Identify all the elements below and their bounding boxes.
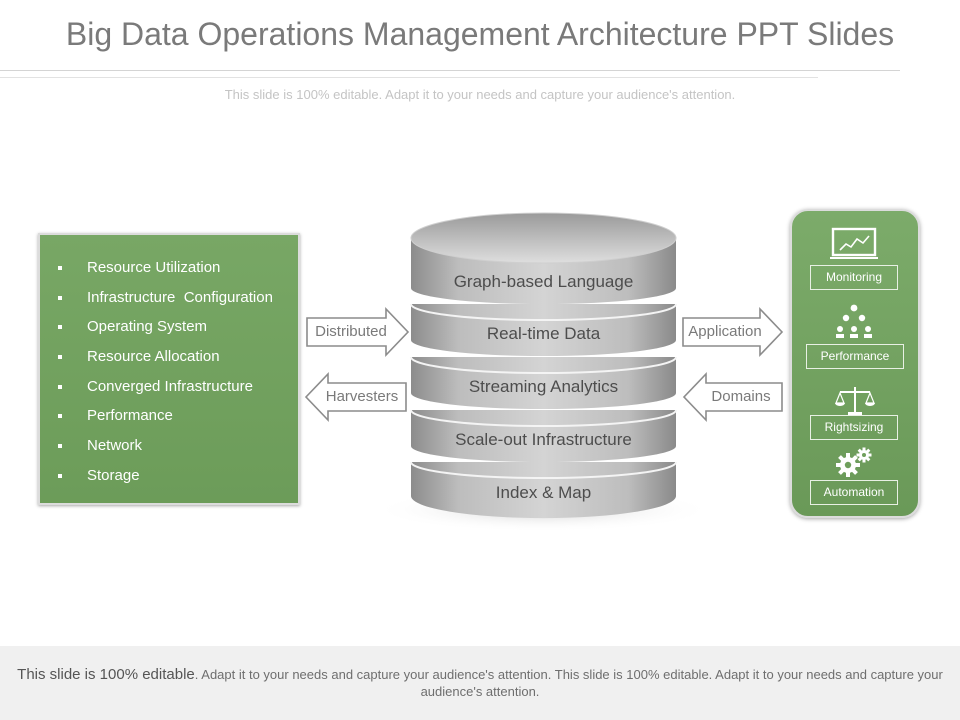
list-item-label: Performance xyxy=(87,407,173,425)
monitor-chart-icon xyxy=(830,227,878,259)
layer-streaming xyxy=(410,356,677,410)
left-arrow-icon xyxy=(682,372,783,422)
balance-scale-icon xyxy=(835,387,875,415)
list-item-label: Network xyxy=(87,437,143,455)
automation-label: Automation xyxy=(810,480,898,505)
bullet-icon xyxy=(58,384,62,389)
capabilities-panel: Monitoring Performance Rightsizing xyxy=(790,209,920,518)
operations-list-panel: Resource Utilization Infrastructure Conf… xyxy=(38,233,300,505)
list-item: Resource Utilization xyxy=(58,253,298,283)
title-divider-secondary xyxy=(0,77,818,78)
rightsizing-label: Rightsizing xyxy=(810,415,898,440)
operations-list: Resource Utilization Infrastructure Conf… xyxy=(40,235,298,491)
list-item: Performance xyxy=(58,401,298,431)
performance-label: Performance xyxy=(806,344,904,369)
bullet-icon xyxy=(58,354,62,359)
slide-subtitle: This slide is 100% editable. Adapt it to… xyxy=(224,87,736,102)
application-arrow: Application xyxy=(682,307,786,357)
footer-note: This slide is 100% editable. Adapt it to… xyxy=(0,646,960,720)
arrow-label: Harvesters xyxy=(325,388,399,405)
list-item-label: Converged Infrastructure xyxy=(87,377,253,395)
layer-index-map xyxy=(410,461,677,519)
list-item: Network xyxy=(58,431,298,461)
harvesters-arrow: Harvesters xyxy=(304,372,408,422)
list-item: Converged Infrastructure xyxy=(58,372,298,402)
list-item-label: Infrastructure Configuration xyxy=(87,288,273,306)
list-item: Storage xyxy=(58,461,298,491)
bullet-icon xyxy=(58,295,62,300)
layer-label-scale-out: Scale-out Infrastructure xyxy=(455,430,632,449)
bullet-icon xyxy=(58,265,62,270)
bullet-icon xyxy=(58,473,62,478)
layer-realtime xyxy=(410,303,677,357)
footer-text: This slide is 100% editable. Adapt it to… xyxy=(0,646,960,700)
layer-label-graph: Graph-based Language xyxy=(453,272,634,291)
layer-label-index-map: Index & Map xyxy=(495,483,592,502)
org-hierarchy-icon xyxy=(836,304,872,338)
bullet-icon xyxy=(58,325,62,330)
list-item: Resource Allocation xyxy=(58,342,298,372)
right-arrow-icon xyxy=(306,307,410,357)
list-item-label: Operating System xyxy=(87,318,208,336)
arrow-label: Application xyxy=(688,323,762,340)
footer-lead: This slide is 100% editable xyxy=(17,666,195,683)
domains-arrow: Domains xyxy=(682,372,786,422)
footer-rest: . Adapt it to your needs and capture you… xyxy=(194,667,943,699)
layer-label-streaming: Streaming Analytics xyxy=(468,377,619,396)
monitoring-label: Monitoring xyxy=(810,265,898,290)
layer-label-realtime: Real-time Data xyxy=(486,324,601,343)
layer-graph xyxy=(410,212,677,305)
right-arrow-icon xyxy=(682,307,784,357)
list-item-label: Resource Utilization xyxy=(87,259,221,276)
distributed-arrow: Distributed xyxy=(306,307,410,357)
arrow-label: Distributed xyxy=(315,323,387,340)
title-divider xyxy=(0,70,900,71)
arrow-label: Domains xyxy=(711,388,771,405)
slide-title: Big Data Operations Management Architect… xyxy=(65,16,895,52)
list-item-label: Storage xyxy=(87,466,140,484)
list-item: Infrastructure Configuration xyxy=(58,283,298,313)
bullet-icon xyxy=(58,443,62,448)
left-arrow-icon xyxy=(304,372,407,422)
list-item-label: Resource Allocation xyxy=(87,348,220,366)
bullet-icon xyxy=(58,414,62,419)
layer-scale-out xyxy=(410,409,677,463)
gears-icon xyxy=(836,447,872,477)
list-item: Operating System xyxy=(58,312,298,342)
